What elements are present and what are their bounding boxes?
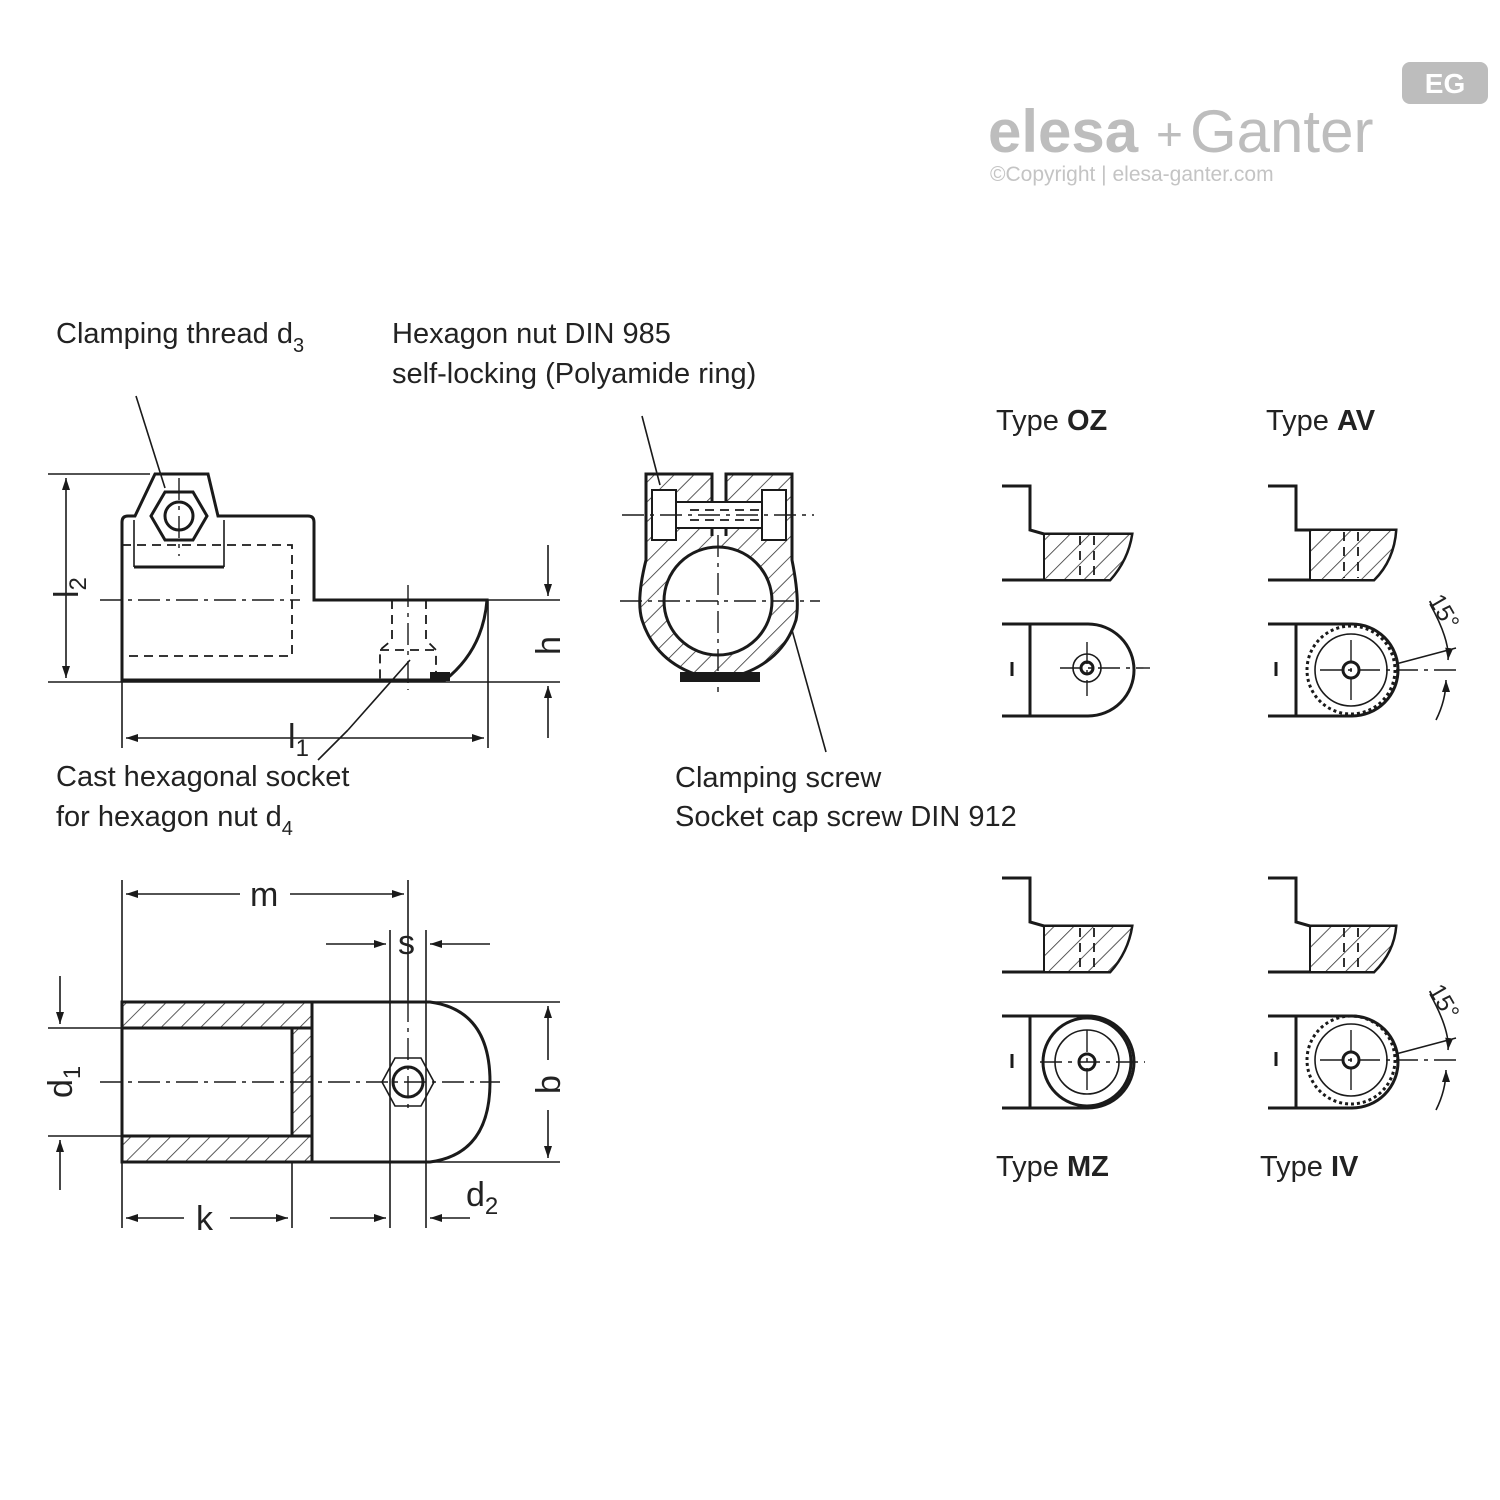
top-view bbox=[48, 880, 560, 1228]
logo-brand-right: Ganter bbox=[1190, 98, 1373, 165]
cast-socket-label-line2: for hexagon nut d4 bbox=[56, 801, 293, 840]
brand-logo: EG elesa + Ganter ©Copyright | elesa-gan… bbox=[988, 62, 1488, 186]
front-view bbox=[620, 415, 827, 753]
dim-k-label: k bbox=[196, 1200, 214, 1238]
cast-socket-label-line1: Cast hexagonal socket bbox=[56, 761, 349, 793]
type-iv-drawing bbox=[1268, 876, 1460, 1111]
hex-nut-label-line2: self-locking (Polyamide ring) bbox=[392, 358, 756, 390]
logo-badge-text: EG bbox=[1425, 68, 1465, 99]
dim-d1-label: d1 bbox=[42, 1066, 86, 1098]
hex-nut-label-line1: Hexagon nut DIN 985 bbox=[392, 318, 671, 350]
dim-l2-label: l2 bbox=[48, 577, 92, 598]
dim-h-label: h bbox=[530, 636, 568, 655]
angle-label-iv: 15° bbox=[1423, 980, 1465, 1025]
type-av-label: Type AV bbox=[1266, 405, 1376, 437]
clamping-screw-label-line2: Socket cap screw DIN 912 bbox=[675, 801, 1017, 833]
logo-brand-plus: + bbox=[1156, 108, 1183, 160]
type-mz-drawing bbox=[1002, 876, 1145, 1110]
logo-brand-left: elesa bbox=[988, 98, 1139, 165]
angle-label-av: 15° bbox=[1423, 590, 1465, 635]
dim-b-label: b bbox=[530, 1075, 568, 1094]
hex-nut-icon bbox=[149, 490, 209, 542]
side-view bbox=[48, 395, 560, 761]
type-oz-label: Type OZ bbox=[996, 405, 1107, 437]
dim-l1-label: l1 bbox=[288, 718, 309, 762]
type-mz-label: Type MZ bbox=[996, 1151, 1109, 1183]
type-iv-label: Type IV bbox=[1260, 1151, 1359, 1183]
dim-d2-label: d2 bbox=[466, 1176, 498, 1220]
clamping-thread-label: Clamping thread d3 bbox=[56, 318, 304, 357]
logo-badge-icon bbox=[1402, 62, 1488, 104]
type-av-drawing bbox=[1268, 484, 1460, 721]
clamping-screw-label-line1: Clamping screw bbox=[675, 762, 882, 794]
type-oz-drawing bbox=[1002, 484, 1150, 718]
dim-s-label: s bbox=[398, 924, 415, 962]
logo-copyright: ©Copyright | elesa-ganter.com bbox=[990, 163, 1274, 186]
dim-m-label: m bbox=[250, 876, 278, 914]
